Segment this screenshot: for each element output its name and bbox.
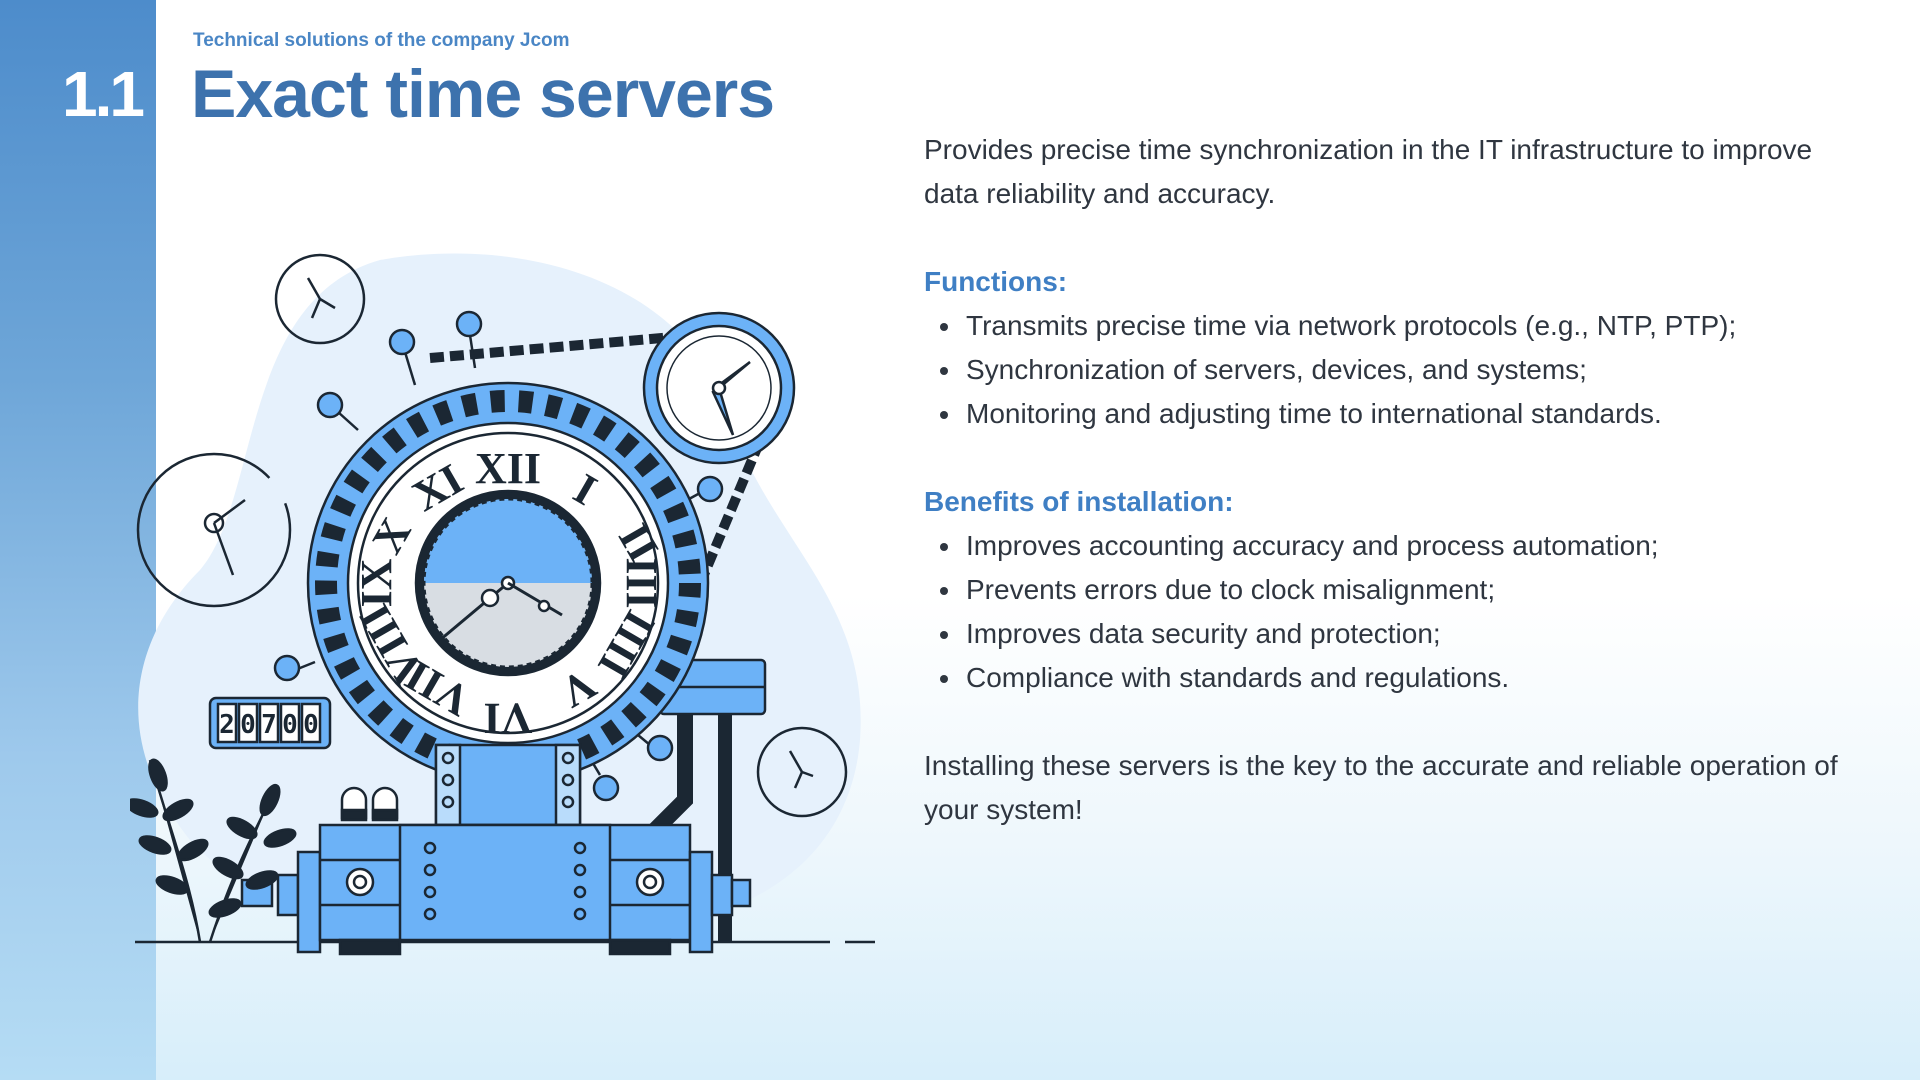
sidebar-band [0, 0, 156, 1080]
floating-clock-icon [136, 452, 292, 608]
gauge-clock-icon [642, 311, 796, 465]
machine-neck [434, 743, 582, 827]
description-panel: Provides precise time synchronization in… [924, 128, 1874, 832]
functions-list: Transmits precise time via network proto… [924, 304, 1874, 436]
benefits-list: Improves accounting accuracy and process… [924, 524, 1874, 700]
svg-text:0: 0 [240, 710, 256, 740]
page-title: Exact time servers [191, 56, 775, 132]
closing-text: Installing these servers is the key to t… [924, 750, 1838, 825]
list-item: Improves data security and protection; [940, 612, 1874, 656]
list-item: Synchronization of servers, devices, and… [940, 348, 1874, 392]
svg-text:0: 0 [303, 710, 319, 740]
svg-text:0: 0 [282, 710, 298, 740]
capsules [340, 786, 399, 822]
list-item: Transmits precise time via network proto… [940, 304, 1874, 348]
functions-heading: Functions: [924, 266, 1068, 297]
plant [130, 758, 297, 943]
svg-text:III: III [617, 557, 666, 608]
svg-text:XII: XII [475, 444, 541, 493]
list-item: Compliance with standards and regulation… [940, 656, 1874, 700]
time-server-illustration: XII I II III IIII V VI VII VIII IX X XI [130, 253, 875, 956]
page-subtitle: Technical solutions of the company Jcom [193, 30, 570, 51]
svg-text:VI: VI [484, 694, 533, 743]
floating-clock-icon [274, 253, 366, 345]
svg-text:2: 2 [219, 710, 235, 740]
benefits-heading: Benefits of installation: [924, 486, 1234, 517]
list-item: Prevents errors due to clock misalignmen… [940, 568, 1874, 612]
list-item: Monitoring and adjusting time to interna… [940, 392, 1874, 436]
svg-text:IX: IX [352, 558, 401, 607]
floating-clock-icon [756, 726, 848, 818]
section-number: 1.1 [62, 58, 145, 130]
svg-text:7: 7 [261, 710, 277, 740]
odometer-counter [208, 696, 332, 750]
list-item: Improves accounting accuracy and process… [940, 524, 1874, 568]
clock-hands [439, 575, 563, 642]
intro-text: Provides precise time synchronization in… [924, 134, 1813, 209]
odometer-digits: 2 0 7 0 0 [219, 710, 319, 740]
